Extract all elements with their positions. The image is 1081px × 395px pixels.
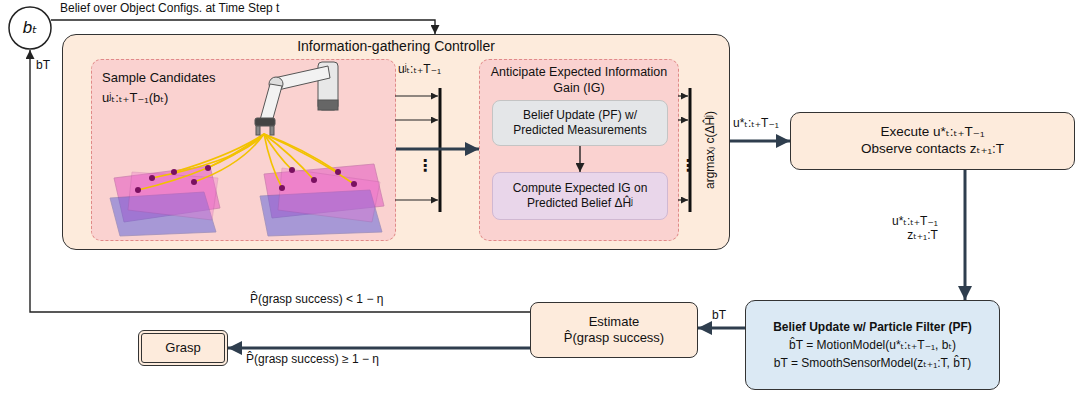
node-text: P̂(grasp success) bbox=[564, 330, 664, 346]
node-title: bₜ bbox=[23, 17, 37, 38]
belief-label: bT bbox=[36, 58, 50, 72]
edge-label: bT bbox=[712, 308, 726, 322]
node-title: Information-gathering Controller bbox=[297, 38, 495, 56]
edge-label: u*ₜ:ₜ₊T₋₁ bbox=[733, 116, 779, 130]
edge-label: Belief over Object Configs. at Time Step… bbox=[60, 1, 279, 15]
process-box: Belief Update (PF) w/ Predicted Measurem… bbox=[492, 100, 668, 146]
node-text: uʲₜ:ₜ₊T₋₁(bₜ) bbox=[102, 90, 168, 106]
connector-arrow bbox=[51, 20, 435, 34]
process-box: EstimateP̂(grasp success) bbox=[530, 302, 698, 358]
connector-arrow bbox=[396, 148, 479, 151]
edge-label: u*ₜ:ₜ₊T₋₁ zₜ₊₁:T bbox=[892, 214, 938, 243]
sample-panel: Sample Candidates uʲₜ:ₜ₊T₋₁(bₜ) bbox=[91, 59, 396, 241]
connector-arrow bbox=[964, 170, 967, 300]
candidate-arrows bbox=[395, 96, 688, 200]
merge-bar bbox=[439, 88, 442, 212]
edge-label: P̂(grasp success) ≥ 1 − η bbox=[246, 352, 379, 366]
robot-illustration bbox=[92, 60, 397, 242]
connector-arrow bbox=[30, 50, 530, 312]
process-box: Execute u*ₜ:ₜ₊T₋₁Observe contacts zₜ₊₁:T bbox=[790, 112, 1075, 170]
node-title: Belief Update w/ Particle Filter (PF) bbox=[773, 320, 972, 335]
connector-arrow bbox=[730, 140, 790, 143]
node-title: Grasp bbox=[165, 340, 200, 356]
node-title: Belief Update (PF) w/ Predicted Measurem… bbox=[499, 108, 661, 138]
node-text: bT = SmoothSensorModel(zₜ₊₁:T, b̂T) bbox=[774, 356, 971, 371]
node-title: Compute Expected IG on Predicted Belief … bbox=[499, 181, 661, 211]
connector-arrow bbox=[228, 347, 530, 350]
node-title: Estimate bbox=[589, 314, 640, 330]
ellipsis-mark: ⋮ bbox=[417, 156, 433, 175]
merge-bar bbox=[689, 88, 692, 212]
process-box: Compute Expected IG on Predicted Belief … bbox=[492, 172, 668, 220]
terminal-box: Grasp bbox=[138, 330, 228, 366]
node-title: Sample Candidates bbox=[102, 70, 215, 86]
node-title: Anticipate Expected Information Gain (IG… bbox=[486, 65, 672, 96]
connector-arrow bbox=[698, 327, 745, 330]
controller-panel: Information-gathering Controller bbox=[62, 34, 730, 250]
ig-panel: Anticipate Expected Information Gain (IG… bbox=[479, 59, 679, 241]
selection-label: argmaxⱼ c(ΔĤʲ) bbox=[703, 111, 717, 189]
process-box: Belief Update w/ Particle Filter (PF) b̂T… bbox=[745, 300, 1000, 390]
edge-label: P̂(grasp success) < 1 − η bbox=[250, 292, 383, 306]
connector-arrow bbox=[579, 146, 580, 172]
node-text: Observe contacts zₜ₊₁:T bbox=[861, 141, 1004, 158]
node-text: b̂T = MotionModel(u*ₜ:ₜ₊T₋₁, bₜ) bbox=[789, 338, 956, 353]
edge-label: uʲₜ:ₜ₊T₋₁ bbox=[398, 62, 441, 76]
belief-circle: bₜ bbox=[8, 6, 52, 50]
ellipsis-mark: ⋮ bbox=[680, 156, 696, 175]
node-title: Execute u*ₜ:ₜ₊T₋₁ bbox=[880, 124, 984, 141]
